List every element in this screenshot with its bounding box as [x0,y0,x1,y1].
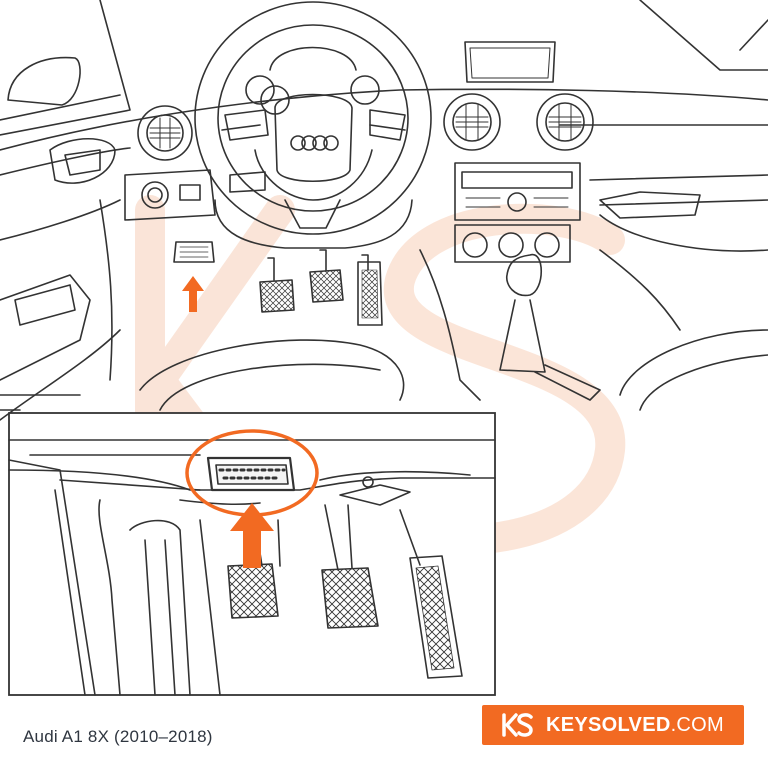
ks-logo-icon [502,713,533,737]
pointer-arrow-icon [230,503,274,568]
brand-domain: .COM [670,713,724,736]
obd-closeup [8,439,496,696]
brand-badge: KEYSOLVED .COM [482,705,744,745]
dashboard-overview [0,0,768,421]
brand-name: KEYSOLVED [546,713,671,736]
vehicle-caption: Audi A1 8X (2010–2018) [23,727,213,746]
pointer-arrow-icon [182,276,204,312]
